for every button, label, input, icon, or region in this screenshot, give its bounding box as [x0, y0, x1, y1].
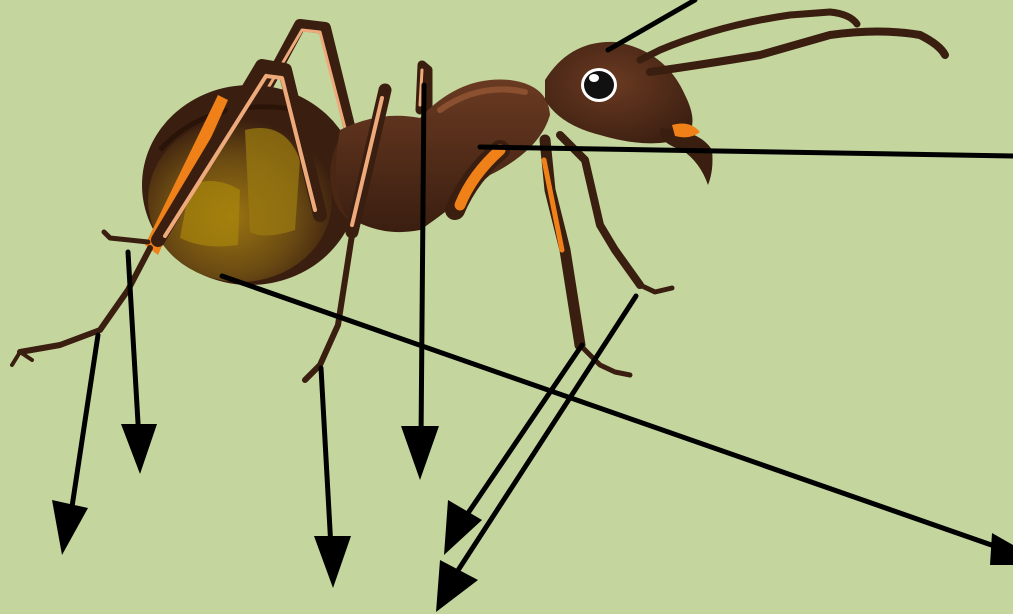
- eye-pupil: [584, 71, 614, 99]
- eye: [581, 68, 617, 102]
- pointer-thorax-down-line: [421, 85, 424, 442]
- eye-shine: [589, 74, 599, 82]
- gaster: [142, 85, 358, 285]
